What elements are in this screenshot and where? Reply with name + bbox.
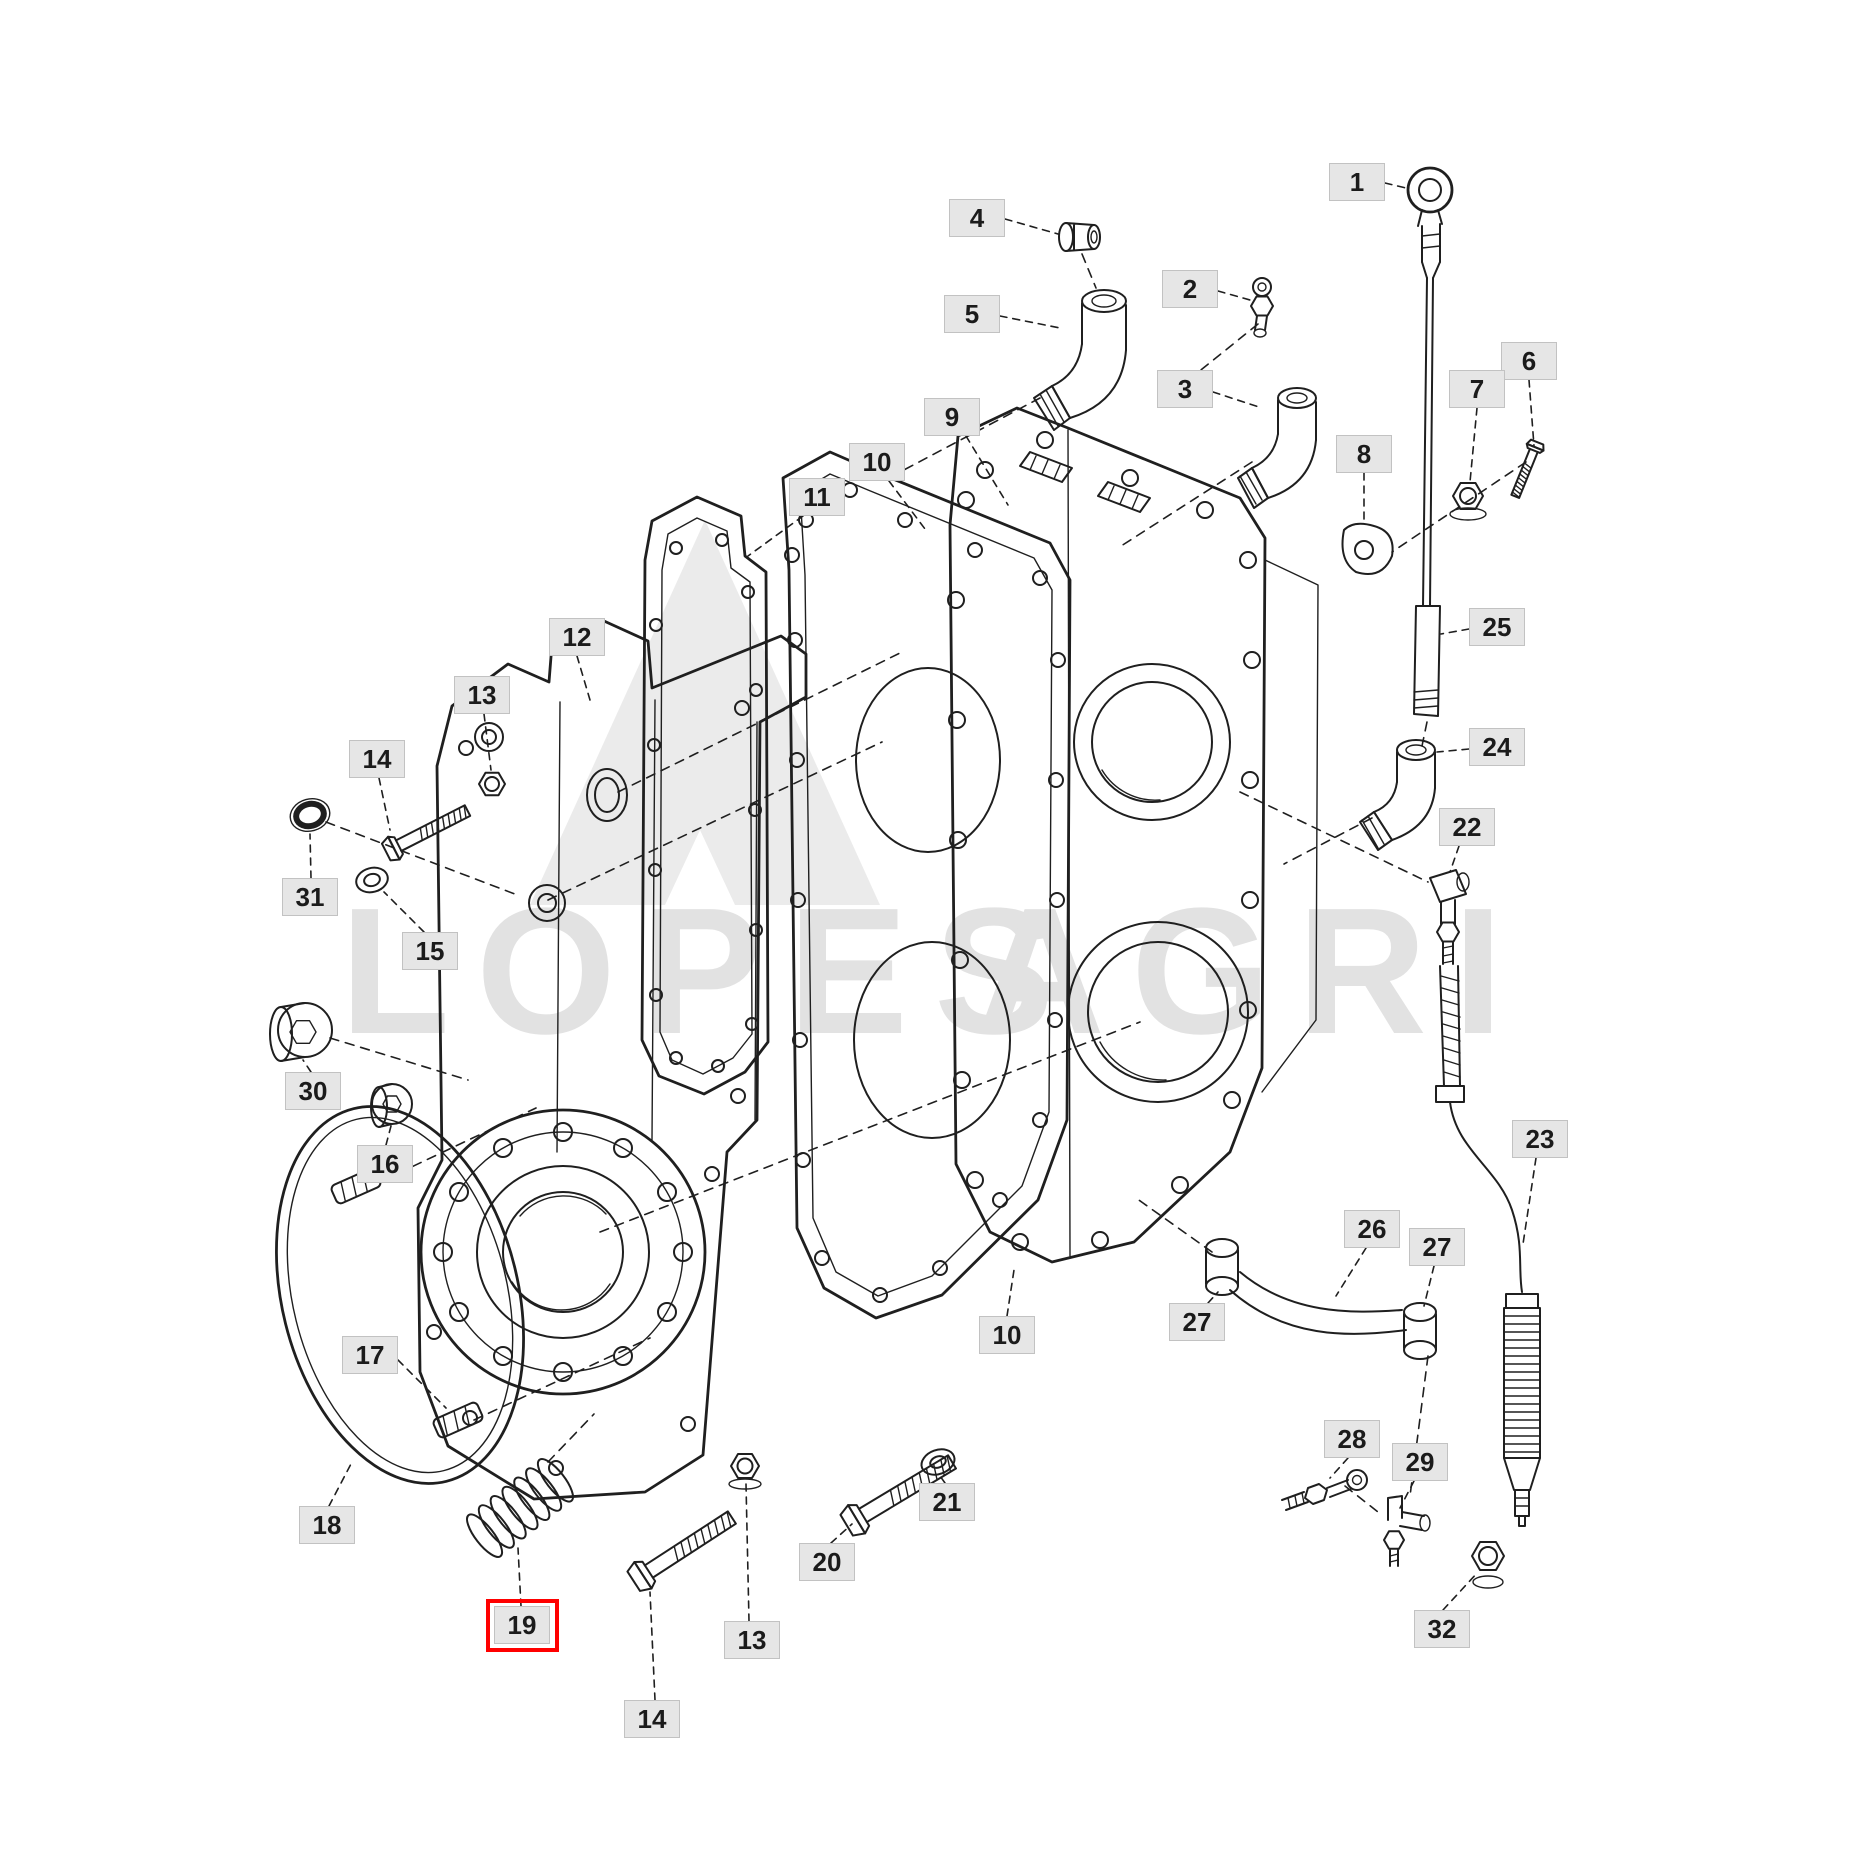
part-nut-13-top <box>478 771 506 797</box>
highlight-box-part-19 <box>486 1599 559 1652</box>
part-plug-4 <box>1058 222 1101 252</box>
leader-lines <box>302 182 1537 1701</box>
part-label-1[interactable]: 1 <box>1329 163 1385 201</box>
part-label-22[interactable]: 22 <box>1439 808 1495 846</box>
part-label-10-top[interactable]: 10 <box>849 443 905 481</box>
part-nut-32 <box>1471 1541 1505 1589</box>
part-spring <box>466 1458 574 1558</box>
part-breather-2 <box>1250 277 1274 338</box>
watermark-logo-shape <box>530 520 880 905</box>
part-label-2[interactable]: 2 <box>1162 270 1218 308</box>
part-dipstick-tube-25 <box>1413 605 1441 717</box>
part-elbow-3 <box>1237 387 1317 509</box>
part-label-9[interactable]: 9 <box>924 398 980 436</box>
part-label-8[interactable]: 8 <box>1336 435 1392 473</box>
part-washer-13-bottom <box>728 1453 762 1490</box>
part-label-27-right[interactable]: 27 <box>1409 1228 1465 1266</box>
part-label-13-top[interactable]: 13 <box>454 676 510 714</box>
part-label-12[interactable]: 12 <box>549 618 605 656</box>
part-label-30[interactable]: 30 <box>285 1072 341 1110</box>
part-label-4[interactable]: 4 <box>949 199 1005 237</box>
part-label-3[interactable]: 3 <box>1157 370 1213 408</box>
part-label-6[interactable]: 6 <box>1501 342 1557 380</box>
part-bolt-6 <box>1506 438 1547 501</box>
part-label-10-bottom[interactable]: 10 <box>979 1316 1035 1354</box>
part-label-27-left[interactable]: 27 <box>1169 1303 1225 1341</box>
part-bolt-14-top <box>379 798 475 865</box>
part-label-16[interactable]: 16 <box>357 1145 413 1183</box>
part-label-17[interactable]: 17 <box>342 1336 398 1374</box>
part-label-28[interactable]: 28 <box>1324 1420 1380 1458</box>
part-label-32[interactable]: 32 <box>1414 1610 1470 1648</box>
part-label-23[interactable]: 23 <box>1512 1120 1568 1158</box>
part-plug-30 <box>269 1002 333 1062</box>
part-bushing-27-right <box>1403 1302 1437 1360</box>
part-oring-31 <box>289 798 331 832</box>
part-label-31[interactable]: 31 <box>282 878 338 916</box>
part-label-13-bottom[interactable]: 13 <box>724 1621 780 1659</box>
part-elbow-24 <box>1359 739 1436 851</box>
part-label-21[interactable]: 21 <box>919 1483 975 1521</box>
part-label-5[interactable]: 5 <box>944 295 1000 333</box>
part-bolt-14-bottom <box>624 1503 742 1596</box>
part-cover-plate <box>275 1105 525 1485</box>
part-label-26[interactable]: 26 <box>1344 1210 1400 1248</box>
part-label-19-highlighted[interactable]: 19 <box>494 1606 550 1644</box>
part-nut-7 <box>1449 482 1487 521</box>
part-sensor-23 <box>1503 1293 1541 1527</box>
part-washer-21 <box>920 1448 956 1476</box>
part-rear-housing <box>947 406 1319 1264</box>
part-label-15[interactable]: 15 <box>402 932 458 970</box>
part-hose-22 <box>1435 965 1523 1293</box>
part-label-20[interactable]: 20 <box>799 1543 855 1581</box>
part-elbow-29 <box>1383 1495 1431 1567</box>
part-dipstick-1 <box>1406 166 1454 607</box>
part-plug-16 <box>370 1083 413 1128</box>
part-elbow-5 <box>1033 289 1127 431</box>
part-hose-26 <box>1229 1271 1407 1335</box>
part-label-24[interactable]: 24 <box>1469 728 1525 766</box>
part-label-11[interactable]: 11 <box>789 478 845 516</box>
part-label-14-top[interactable]: 14 <box>349 740 405 778</box>
part-label-25[interactable]: 25 <box>1469 608 1525 646</box>
part-label-18[interactable]: 18 <box>299 1506 355 1544</box>
part-bracket-8 <box>1341 522 1394 575</box>
part-label-14-bottom[interactable]: 14 <box>624 1700 680 1738</box>
part-dowel-pin-lower <box>432 1401 484 1439</box>
part-elbow-22 <box>1429 869 1470 965</box>
part-washer-15 <box>355 866 389 894</box>
part-label-29[interactable]: 29 <box>1392 1443 1448 1481</box>
part-label-7[interactable]: 7 <box>1449 370 1505 408</box>
part-bushing-27-left <box>1205 1238 1239 1296</box>
part-fitting-28 <box>1281 1469 1368 1511</box>
